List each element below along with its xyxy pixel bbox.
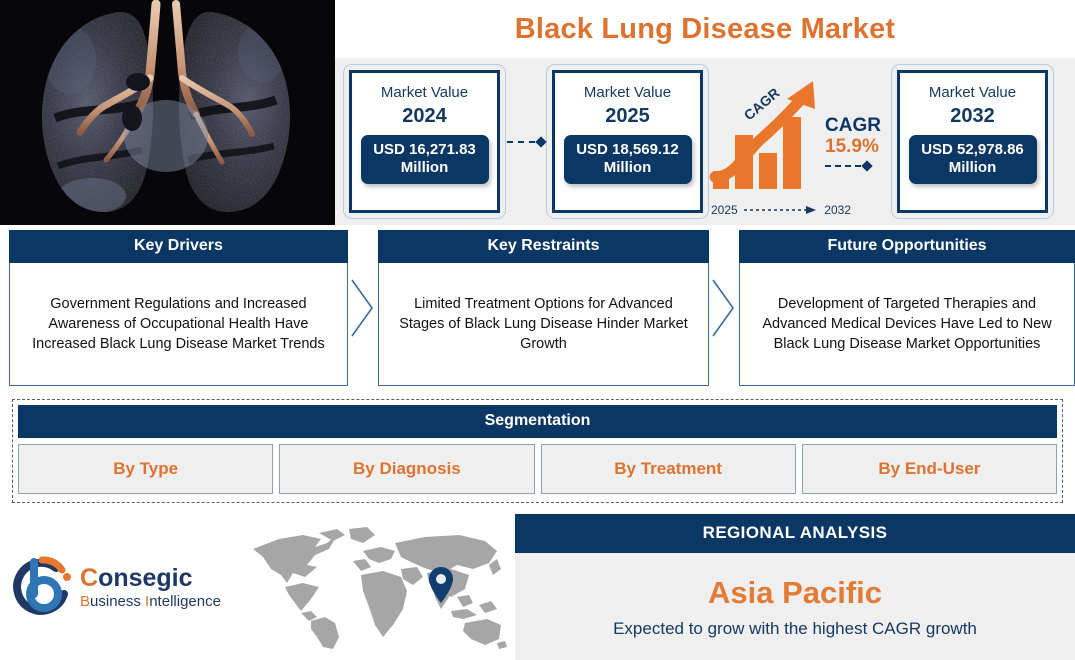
logo-tagline-usiness: usiness <box>90 592 146 610</box>
market-value-amount-unit: Million <box>948 159 997 176</box>
bottom-section: Consegic Business Intelligence <box>0 514 1075 660</box>
market-value-card-inner: Market Value 2024 USD 16,271.83 Million <box>349 70 500 213</box>
factor-box-future-opportunities: Future Opportunities Development of Targ… <box>739 230 1075 386</box>
factor-text: Government Regulations and Increased Awa… <box>9 263 348 386</box>
segmentation-cell-by-treatment[interactable]: By Treatment <box>540 444 796 494</box>
market-value-label: Market Value <box>928 84 1017 101</box>
segmentation-cell-by-end-user[interactable]: By End-User <box>801 444 1057 494</box>
market-value-card-2032: Market Value 2032 USD 52,978.86 Million <box>891 64 1054 219</box>
logo-name-initial: C <box>80 563 99 592</box>
cagr-value: 15.9% <box>825 135 879 157</box>
market-value-card-2025: Market Value 2025 USD 18,569.12 Million <box>546 64 709 219</box>
regional-analysis-note: Expected to grow with the highest CAGR g… <box>613 618 977 638</box>
metrics-strip: Market Value 2024 USD 16,271.83 Million <box>335 58 1075 225</box>
factor-text: Development of Targeted Therapies and Ad… <box>739 263 1075 386</box>
cagr-title: CAGR <box>825 114 881 136</box>
connector-2024-2025 <box>507 135 547 148</box>
logo-company-name: Consegic <box>80 564 221 592</box>
lung-pathology-image <box>0 0 335 225</box>
regional-analysis-panel: REGIONAL ANALYSIS Asia Pacific Expected … <box>515 514 1075 660</box>
market-value-label: Market Value <box>380 84 469 101</box>
factor-heading: Future Opportunities <box>739 230 1075 263</box>
market-value-amount-unit: Million <box>400 159 449 176</box>
segmentation-cell-by-diagnosis[interactable]: By Diagnosis <box>279 444 535 494</box>
factor-box-key-drivers: Key Drivers Government Regulations and I… <box>9 230 348 386</box>
market-value-card-inner: Market Value 2032 USD 52,978.86 Million <box>897 70 1048 213</box>
company-logo: Consegic Business Intelligence <box>0 514 240 660</box>
market-value-amount-number: USD 16,271.83 <box>373 141 476 158</box>
arrow-right-icon <box>744 205 816 214</box>
cagr-readout: CAGR 15.9% <box>825 114 881 172</box>
map-pin-icon <box>429 566 453 603</box>
lung-illustration-svg <box>0 0 335 225</box>
chevron-separator-2 <box>709 230 739 385</box>
title-and-metrics: Black Lung Disease Market Market Value 2… <box>335 0 1075 225</box>
market-value-amount: USD 52,978.86 Million <box>908 135 1037 184</box>
chevron-right-icon <box>712 279 734 336</box>
factor-text: Limited Treatment Options for Advanced S… <box>377 263 710 386</box>
chevron-right-icon <box>351 279 373 336</box>
connector-line <box>507 140 535 143</box>
logo-tagline: Business Intelligence <box>80 592 221 611</box>
logo-tagline-ntelligence: ntelligence <box>149 592 221 610</box>
cagr-end-year: 2032 <box>824 202 851 217</box>
connector-diamond <box>861 159 873 172</box>
market-value-year: 2024 <box>402 105 447 127</box>
regional-analysis-heading: REGIONAL ANALYSIS <box>515 514 1075 553</box>
world-map-icon <box>253 526 507 649</box>
connector-cagr-2032 <box>825 159 873 172</box>
market-value-amount-number: USD 18,569.12 <box>576 141 679 158</box>
segmentation-cell-by-type[interactable]: By Type <box>18 444 274 494</box>
market-value-amount-unit: Million <box>603 159 652 176</box>
factor-heading: Key Restraints <box>377 230 710 263</box>
logo-name-rest: onsegic <box>98 563 193 592</box>
market-value-card-2024: Market Value 2024 USD 16,271.83 Million <box>343 64 506 219</box>
cagr-year-range: 2025 2032 <box>711 203 851 217</box>
logo-tagline-i: I <box>145 592 150 610</box>
factor-heading: Key Drivers <box>9 230 348 263</box>
regional-analysis-region: Asia Pacific <box>707 574 883 610</box>
top-section: Black Lung Disease Market Market Value 2… <box>0 0 1075 225</box>
cagr-start-year: 2025 <box>711 202 738 217</box>
page-title: Black Lung Disease Market <box>514 12 896 45</box>
segmentation-heading: Segmentation <box>18 405 1057 438</box>
world-map <box>240 514 515 660</box>
market-value-amount: USD 16,271.83 Million <box>360 135 489 184</box>
title-strip: Black Lung Disease Market <box>335 0 1075 58</box>
regional-analysis-body: Asia Pacific Expected to grow with the h… <box>515 553 1075 660</box>
consegic-logo-mark-icon <box>13 556 71 615</box>
market-factors-row: Key Drivers Government Regulations and I… <box>0 230 1075 390</box>
market-value-label: Market Value <box>583 84 672 101</box>
logo-text: Consegic Business Intelligence <box>80 564 221 611</box>
segmentation-panel: Segmentation By Type By Diagnosis By Tre… <box>12 399 1063 503</box>
market-value-card-inner: Market Value 2025 USD 18,569.12 Million <box>552 70 703 213</box>
chevron-separator-1 <box>348 230 378 385</box>
market-value-year: 2032 <box>950 105 995 127</box>
connector-line <box>825 164 861 167</box>
market-value-year: 2025 <box>605 105 650 127</box>
factor-box-key-restraints: Key Restraints Limited Treatment Options… <box>377 230 710 386</box>
cagr-growth-chart-icon: CAGR <box>709 80 815 189</box>
connector-diamond <box>535 135 547 148</box>
logo-tagline-b: B <box>80 592 91 610</box>
market-value-amount: USD 18,569.12 Million <box>563 135 692 184</box>
segmentation-cells: By Type By Diagnosis By Treatment By End… <box>18 444 1057 494</box>
cagr-block: CAGR CAGR 15.9% 2025 <box>709 67 891 217</box>
market-value-amount-number: USD 52,978.86 <box>921 141 1024 158</box>
